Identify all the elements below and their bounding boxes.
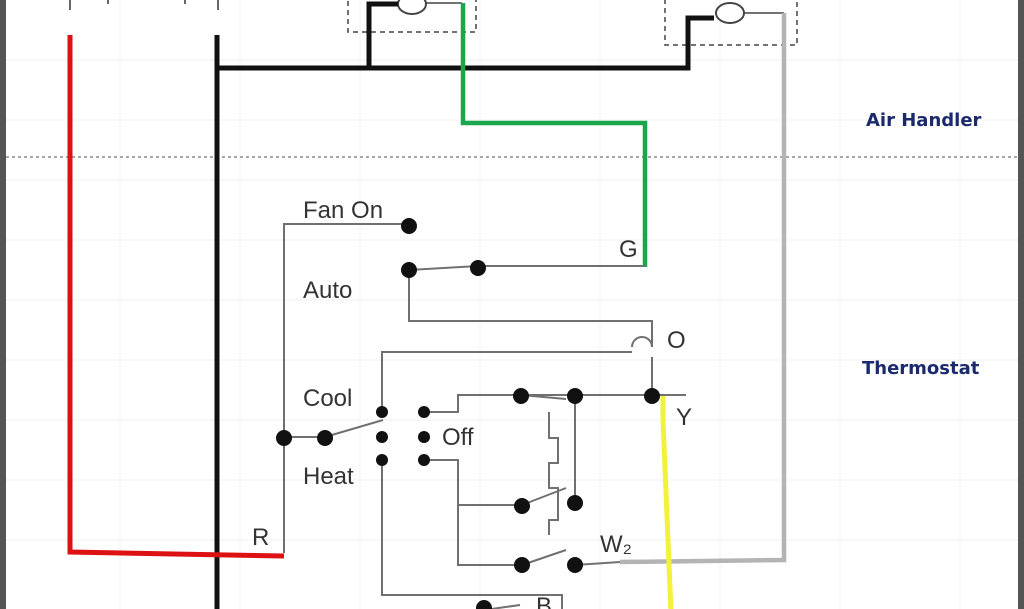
relay-box-right (664, 0, 798, 46)
relay-coil-left (397, 0, 427, 15)
relay-box-left (347, 0, 477, 33)
transformer-leads (69, 0, 219, 10)
common-wire-black (214, 1, 714, 609)
zone-label-thermostat: Thermostat (862, 358, 980, 379)
dot-heat-2 (418, 454, 430, 466)
o-wire-gray (619, 13, 787, 565)
dot-cool-1 (376, 406, 388, 418)
label-b: B (536, 593, 552, 609)
relay-coil-right (715, 2, 745, 24)
y-wire-yellow (660, 396, 674, 609)
label-off: Off (442, 424, 474, 451)
dot-r-junction (276, 430, 292, 446)
dot-off-1 (376, 431, 388, 443)
dot-w2-b (567, 557, 583, 573)
dot-b (476, 600, 492, 609)
dot-fan-common (470, 260, 486, 276)
dot-stage-1a (513, 388, 529, 404)
zone-label-air-handler: Air Handler (866, 110, 982, 131)
label-auto: Auto (303, 277, 352, 304)
dot-y-junction (644, 388, 660, 404)
label-r: R (252, 524, 269, 551)
dot-stage-2a (514, 498, 530, 514)
label-heat: Heat (303, 463, 354, 490)
dot-heat-1 (376, 454, 388, 466)
label-y: Y (676, 404, 692, 431)
dot-stage-1b (567, 388, 583, 404)
dot-cool-2 (418, 406, 430, 418)
dot-mode-common (317, 430, 333, 446)
label-g: G (619, 236, 638, 263)
label-fan-on: Fan On (303, 197, 383, 224)
dot-stage-2b (567, 495, 583, 511)
dot-w2-a (514, 557, 530, 573)
terminal-dots (276, 218, 660, 609)
label-o: O (667, 327, 686, 354)
dot-auto (401, 262, 417, 278)
dot-off-2 (418, 431, 430, 443)
label-cool: Cool (303, 385, 352, 412)
r-wire-red (67, 35, 285, 559)
dot-fan-on (401, 218, 417, 234)
label-w2: W₂ (600, 531, 632, 558)
thermostat-internal-wiring (283, 223, 686, 609)
g-wire-green (460, 3, 648, 267)
